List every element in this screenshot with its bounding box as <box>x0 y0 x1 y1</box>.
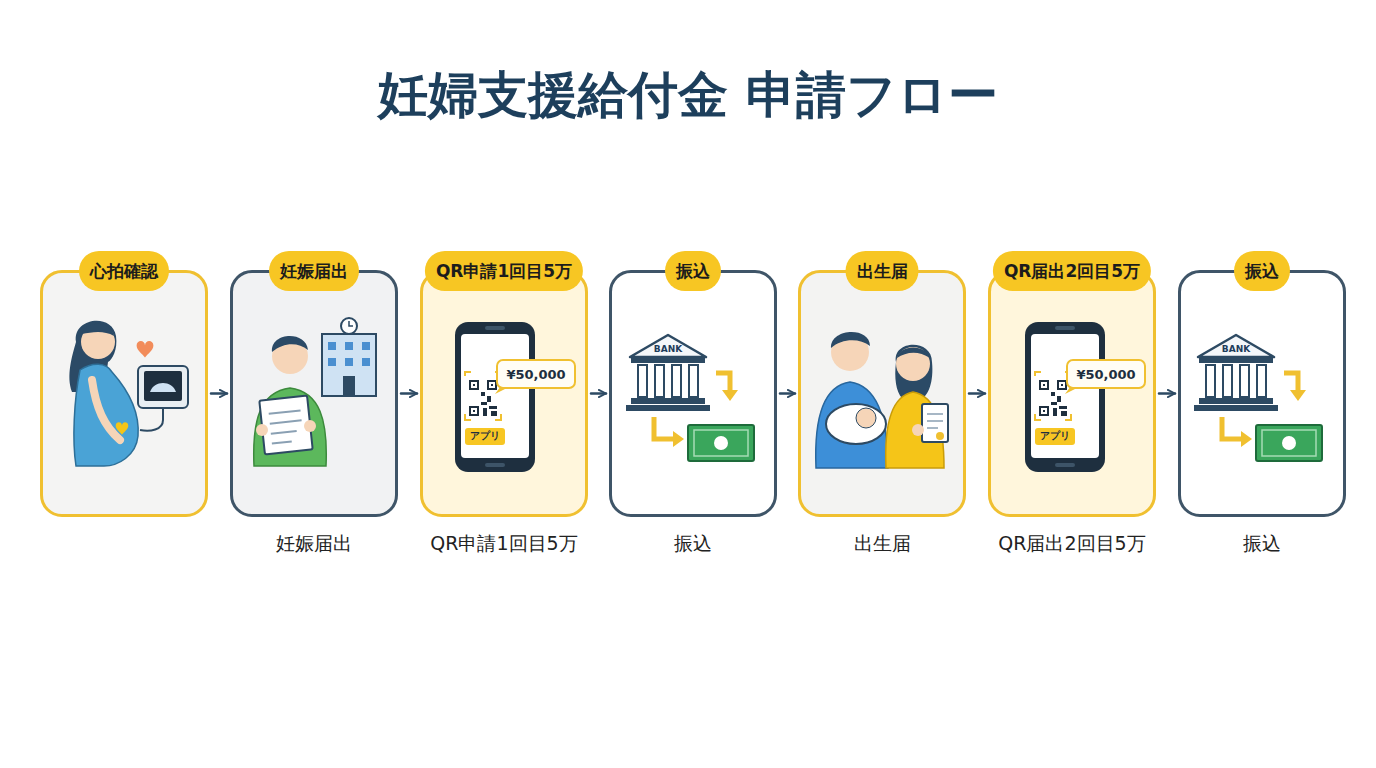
illustration-part <box>420 270 588 517</box>
step-heading: QR申請1回目5万 <box>425 251 583 291</box>
step-card: 心拍確認 <box>40 270 208 517</box>
illustration-part <box>936 432 944 440</box>
phone-illustration <box>1025 322 1145 472</box>
illustration-part <box>922 404 948 442</box>
illustration-part <box>343 376 355 396</box>
illustration-part <box>988 270 1156 517</box>
illustration-label: ¥50,000 <box>1076 368 1135 381</box>
illustration-part <box>256 424 268 436</box>
illustration-label: ¥50,000 <box>506 368 565 381</box>
illustration-label: BANK <box>654 345 682 354</box>
illustration-part <box>912 424 924 436</box>
illustration-part <box>897 348 930 359</box>
illustration-part <box>1178 270 1346 517</box>
illustration-part <box>831 332 870 348</box>
illustration-part <box>92 380 120 440</box>
illustration-part <box>798 270 966 517</box>
illustration-part <box>362 358 370 366</box>
card-grounds <box>40 270 1346 517</box>
illustration-part <box>140 408 163 431</box>
flow-arrow <box>211 392 227 395</box>
illustration-part <box>609 270 777 517</box>
flow-arrow <box>1159 392 1175 395</box>
illustration-part <box>328 342 336 350</box>
phone-illustration <box>455 322 575 472</box>
step-heading: 振込 <box>1234 251 1290 291</box>
illustration-part <box>230 270 398 517</box>
illustration-part <box>362 342 370 350</box>
illustration-part <box>74 364 138 466</box>
illustration-part <box>856 408 876 428</box>
illustration-part <box>341 318 357 334</box>
step-caption: 振込 <box>674 531 712 557</box>
step-caption: 出生届 <box>854 531 911 557</box>
illustration-part <box>144 371 182 401</box>
illustration-part <box>116 422 129 434</box>
illustration-part <box>826 404 886 444</box>
illustration-part <box>328 358 336 366</box>
illustration-part <box>322 334 376 396</box>
illustration-part <box>82 324 114 336</box>
flow-arrow <box>591 392 606 395</box>
step-caption: QR届出2回目5万 <box>998 531 1145 557</box>
illustration-part <box>272 336 308 352</box>
flow-arrow <box>969 392 985 395</box>
illustration-part <box>138 366 188 408</box>
illustration-label: アプリ <box>470 431 500 441</box>
step-heading: 振込 <box>665 251 721 291</box>
step-card: 振込振込 <box>1178 270 1346 517</box>
flow-arrow <box>401 392 417 395</box>
step-card: QR申請1回目5万QR申請1回目5万 <box>420 270 588 517</box>
illustration-part <box>345 342 353 350</box>
illustration-part <box>816 382 888 468</box>
step-card: QR届出2回目5万QR届出2回目5万 <box>988 270 1156 517</box>
illustration-label: BANK <box>1222 345 1250 354</box>
illustration-part <box>137 341 154 358</box>
applicant-figure <box>254 318 376 466</box>
pregnant-woman-figure <box>69 321 188 466</box>
step-card: 出生届出生届 <box>798 270 966 517</box>
bank-illustration <box>1194 335 1322 461</box>
connector-group <box>211 393 1175 394</box>
step-heading: 妊娠届出 <box>269 251 359 291</box>
flow-arrow <box>780 392 795 395</box>
illustration-part <box>150 383 176 392</box>
step-caption: QR申請1回目5万 <box>430 531 577 557</box>
step-card: 振込振込 <box>609 270 777 517</box>
step-caption: 振込 <box>1243 531 1281 557</box>
illustration-label: アプリ <box>1040 431 1070 441</box>
family-figure <box>816 332 948 468</box>
illustration-part <box>40 270 208 517</box>
illustration-part <box>895 345 932 398</box>
step-heading: 出生届 <box>846 251 919 291</box>
illustration-part <box>269 410 304 443</box>
illustration-part <box>254 388 327 466</box>
illustration-part <box>896 347 930 381</box>
illustration-part <box>927 414 943 428</box>
diagram-title: 妊婦支援給付金 申請フロー <box>0 62 1376 129</box>
bank-illustration <box>626 335 754 461</box>
illustration-part <box>345 358 353 366</box>
illustration-part <box>349 321 353 326</box>
step-heading: 心拍確認 <box>79 251 169 291</box>
illustration-part <box>304 420 316 432</box>
step-heading: QR届出2回目5万 <box>993 251 1151 291</box>
step-card: 妊娠届出妊娠届出 <box>230 270 398 517</box>
step-caption: 妊娠届出 <box>276 531 352 557</box>
